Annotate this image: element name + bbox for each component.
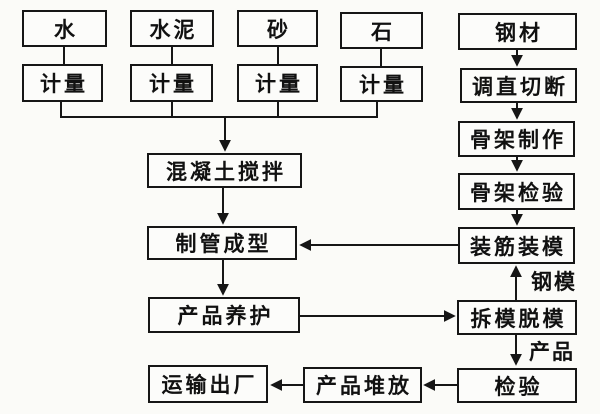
node-measure-cement: 计量 [130, 64, 213, 102]
node-measure-sand: 计量 [237, 64, 318, 102]
node-pipe-forming: 制管成型 [147, 226, 297, 260]
node-measure-water: 计量 [22, 64, 103, 102]
node-measure-stone: 计量 [340, 66, 423, 102]
edge-label-product: 产品 [529, 340, 575, 364]
node-demolding: 拆模脱模 [457, 300, 577, 335]
node-stone: 石 [340, 12, 423, 49]
node-transport-out: 运输出厂 [148, 365, 268, 403]
node-product-curing: 产品养护 [148, 297, 300, 333]
node-concrete-mixing: 混凝土搅拌 [147, 153, 302, 188]
node-install-rebar-mold: 装筋装模 [458, 227, 575, 264]
node-sand: 砂 [237, 10, 318, 47]
node-water: 水 [22, 10, 107, 47]
node-cement: 水泥 [130, 10, 214, 47]
node-inspection: 检验 [457, 368, 577, 403]
edge-label-steel-mold: 钢模 [531, 270, 577, 294]
node-steel: 钢材 [458, 13, 577, 50]
node-product-stacking: 产品堆放 [303, 367, 422, 403]
node-frame-making: 骨架制作 [458, 121, 575, 157]
node-frame-inspection: 骨架检验 [458, 173, 575, 210]
node-straighten-cut: 调直切断 [460, 68, 577, 103]
